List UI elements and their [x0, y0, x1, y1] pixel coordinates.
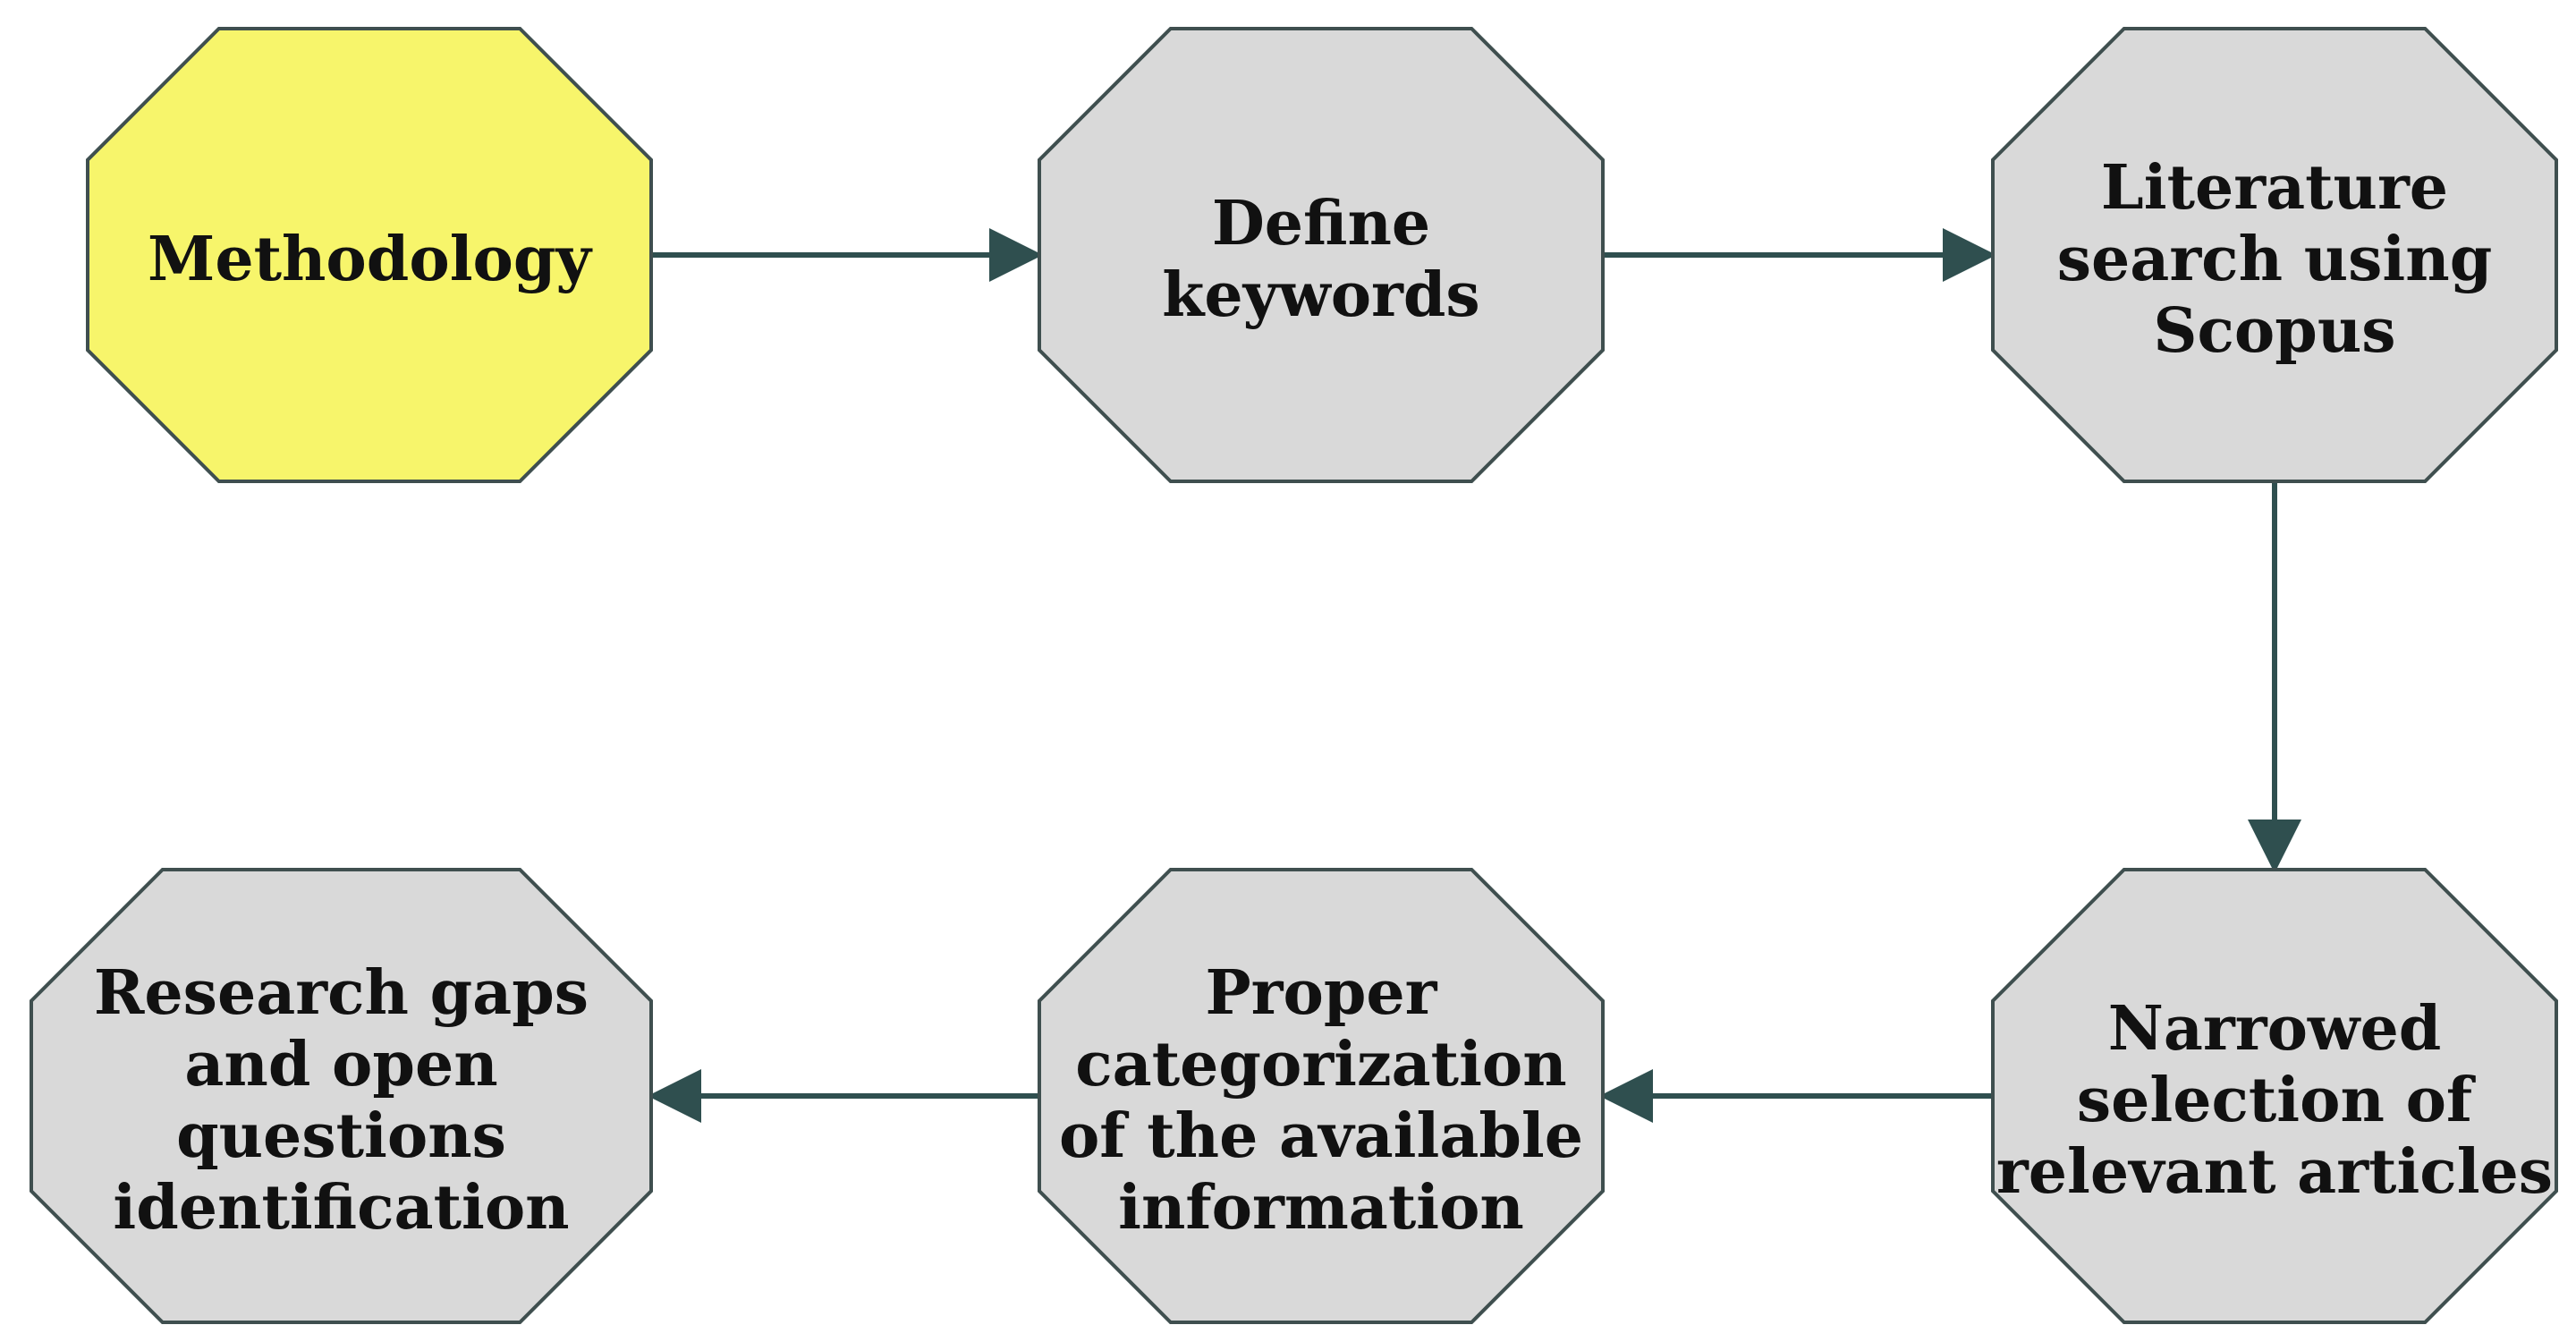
node-shape-define-keywords	[1038, 27, 1605, 483]
node-label-define-keywords-line-0: Define	[1212, 188, 1430, 259]
node-shape-literature-search	[1991, 27, 2558, 483]
node-label-methodology-line-0: Methodology	[148, 224, 593, 295]
node-label-research-gaps-line-1: and open	[184, 1029, 497, 1100]
node-label-proper-categorization-line-2: of the available	[1059, 1100, 1583, 1172]
node-shape-proper-categorization	[1038, 868, 1605, 1324]
node-label-research-gaps-line-3: identification	[113, 1172, 569, 1244]
node-methodology: Methodology	[86, 27, 653, 483]
node-label-proper-categorization-line-1: categorization	[1075, 1029, 1566, 1100]
node-shape-methodology	[86, 27, 653, 483]
node-label-narrowed-selection-line-2: relevant articles	[1996, 1136, 2553, 1208]
node-label-literature-search-line-1: search using	[2057, 224, 2493, 295]
node-label-literature-search-line-2: Scopus	[2153, 295, 2395, 367]
node-shape-narrowed-selection	[1991, 868, 2558, 1324]
node-label-research-gaps-line-2: questions	[176, 1100, 506, 1172]
node-label-literature-search-line-0: Literature	[2101, 152, 2448, 224]
node-label-proper-categorization-line-0: Proper	[1206, 957, 1438, 1029]
node-label-research-gaps-line-0: Research gaps	[94, 957, 589, 1029]
edges-layer	[648, 228, 2301, 1123]
node-label-narrowed-selection-line-0: Narrowed	[2108, 993, 2442, 1065]
node-label-narrowed-selection-line-1: selection of	[2077, 1065, 2476, 1136]
node-shape-research-gaps	[30, 868, 653, 1324]
node-label-define-keywords-line-1: keywords	[1162, 259, 1479, 331]
node-label-proper-categorization-line-3: information	[1118, 1172, 1524, 1244]
